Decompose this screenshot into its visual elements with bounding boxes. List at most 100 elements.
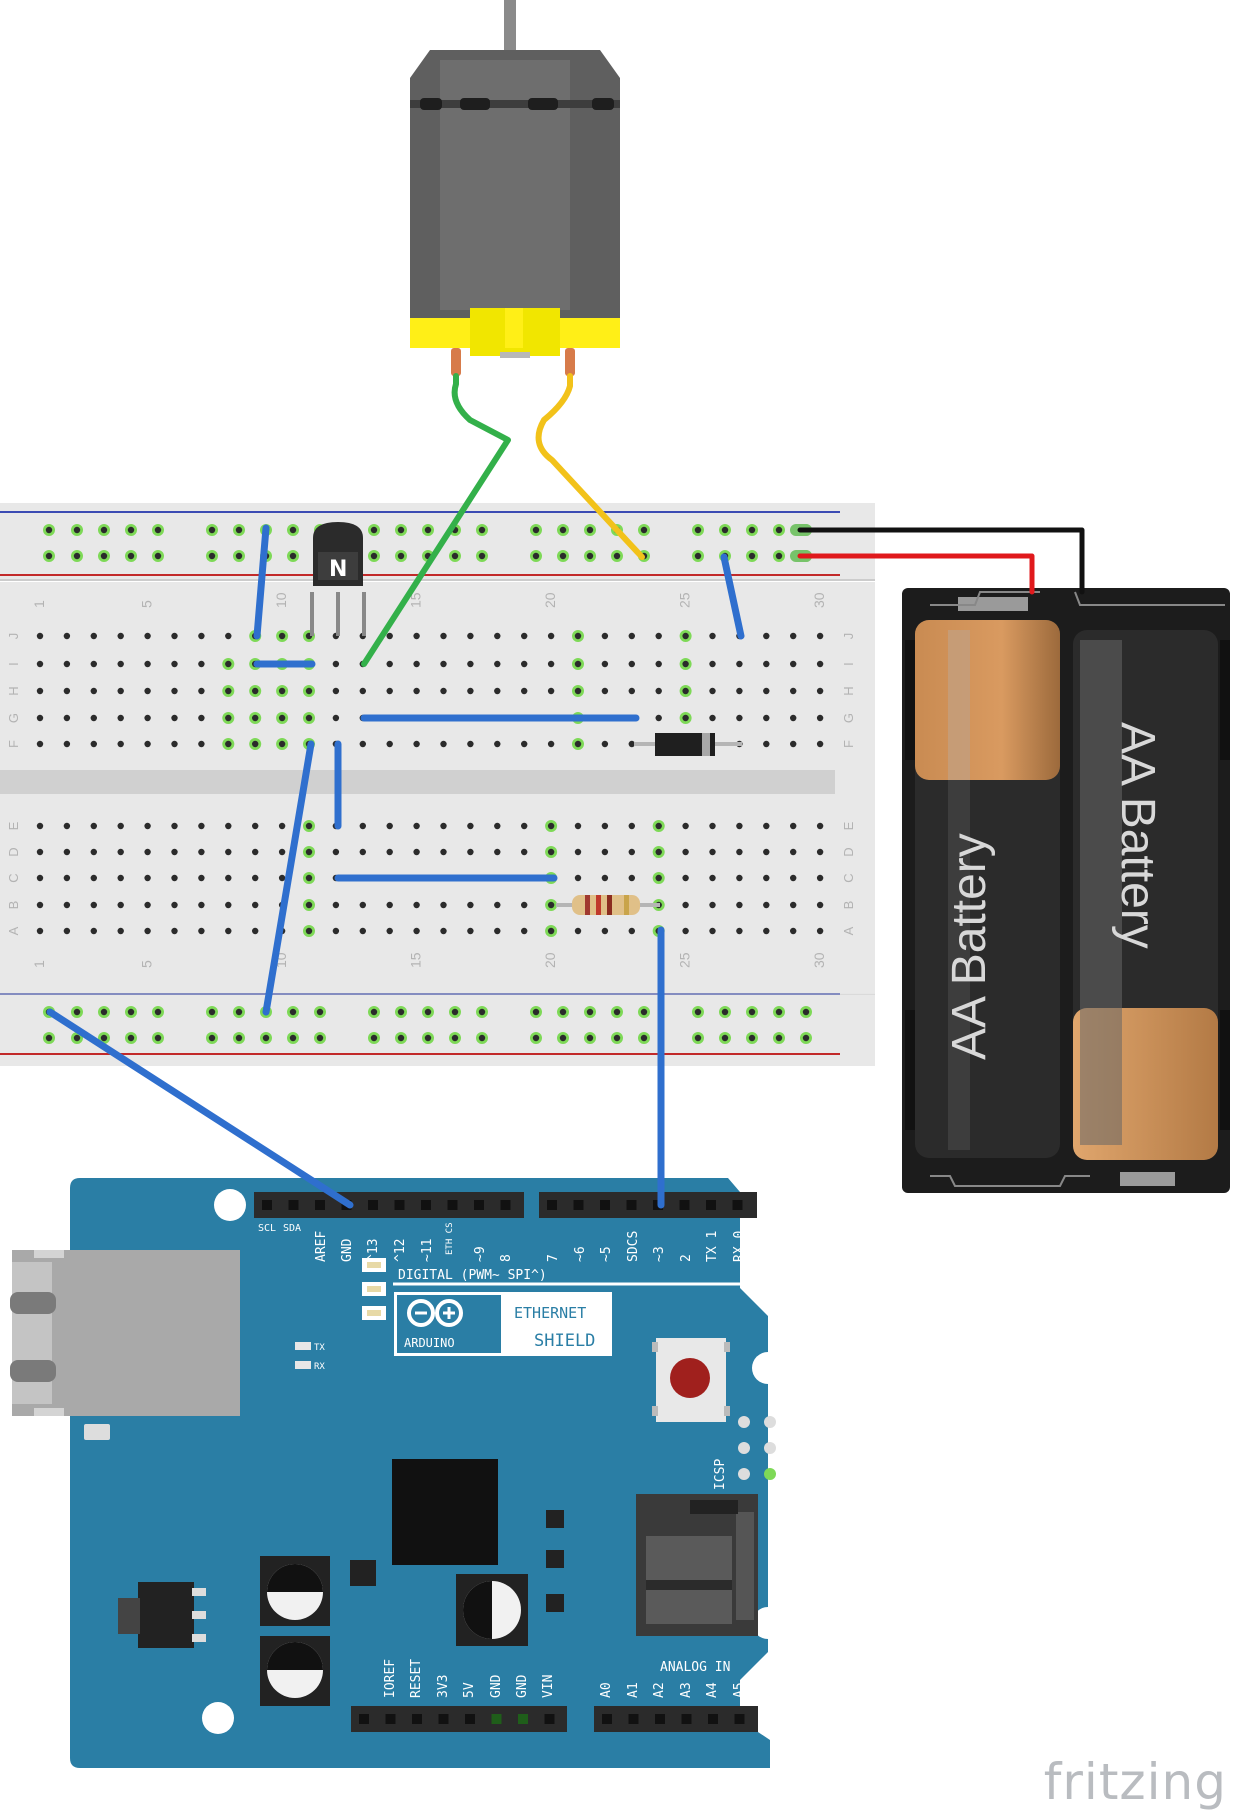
rail-hole xyxy=(235,1034,243,1042)
rail-hole xyxy=(235,526,243,534)
breadboard-hole xyxy=(628,927,635,935)
breadboard-hole xyxy=(171,848,178,856)
breadboard-hole xyxy=(278,740,286,748)
breadboard-hole xyxy=(790,632,797,640)
motor-wire-yellow xyxy=(535,373,645,560)
digital-pin-label: AREF xyxy=(314,1231,329,1262)
ethernet-jack xyxy=(10,1250,240,1416)
breadboard-hole xyxy=(36,901,44,909)
breadboard-hole xyxy=(36,740,44,748)
breadboard-hole xyxy=(494,632,501,640)
breadboard-hole xyxy=(305,687,313,695)
breadboard-hole xyxy=(332,848,340,856)
breadboard-hole xyxy=(547,822,555,830)
breadboard-hole xyxy=(440,687,447,695)
header-pin xyxy=(288,1200,299,1210)
breadboard-hole xyxy=(117,660,124,668)
digital-label: DIGITAL (PWM~ SPI^) xyxy=(398,1268,547,1283)
breadboard-hole xyxy=(790,848,797,856)
analog-pin-label: A5 xyxy=(732,1682,747,1698)
rail-hole xyxy=(73,526,81,534)
breadboard-hole xyxy=(709,901,716,909)
arduino-infinity-icon xyxy=(407,1299,463,1327)
breadboard-hole xyxy=(225,714,232,722)
breadboard-hole xyxy=(171,927,178,935)
breadboard-hole xyxy=(736,901,743,909)
breadboard-hole xyxy=(574,740,582,748)
breadboard-hole xyxy=(198,927,205,935)
header-pin xyxy=(708,1714,718,1724)
rail-hole xyxy=(694,552,702,560)
breadboard-hole xyxy=(63,714,71,722)
breadboard-hole xyxy=(763,740,770,748)
breadboard-hole xyxy=(359,740,366,748)
header-pin xyxy=(600,1200,610,1210)
svg-text:ETH CS: ETH CS xyxy=(445,1222,455,1255)
breadboard-hole xyxy=(709,822,716,830)
breadboard-hole xyxy=(252,822,259,830)
rail-hole xyxy=(235,552,243,560)
breadboard-hole xyxy=(763,822,770,830)
tx-led-label: TX xyxy=(314,1343,325,1353)
breadboard-hole xyxy=(278,874,286,882)
breadboard-hole xyxy=(574,822,582,830)
header-pin xyxy=(385,1714,396,1724)
breadboard-hole xyxy=(36,632,44,640)
breadboard-hole xyxy=(225,927,232,935)
breadboard-hole xyxy=(117,927,124,935)
rail-hole xyxy=(613,1008,621,1016)
rail-hole xyxy=(640,1034,648,1042)
eth-cs-label: ETH CS xyxy=(445,1222,455,1255)
header-pin xyxy=(491,1714,502,1724)
breadboard-hole xyxy=(763,714,770,722)
breadboard-hole xyxy=(709,632,716,640)
breadboard-hole xyxy=(574,848,582,856)
breadboard-hole xyxy=(655,632,662,640)
breadboard-hole xyxy=(278,822,286,830)
breadboard-hole xyxy=(144,927,151,935)
header-pin xyxy=(602,1714,612,1724)
rail-hole xyxy=(613,552,621,560)
breadboard-hole xyxy=(655,874,662,882)
breadboard-hole xyxy=(521,848,528,856)
rail-hole xyxy=(694,526,702,534)
header-pin xyxy=(681,1714,692,1724)
rail-hole xyxy=(478,1034,486,1042)
digital-pin-label: ~5 xyxy=(599,1246,614,1262)
breadboard-hole xyxy=(36,660,44,668)
breadboard-hole xyxy=(36,822,44,830)
header-pin xyxy=(315,1200,325,1210)
breadboard-hole xyxy=(36,848,44,856)
breadboard-hole xyxy=(440,632,447,640)
breadboard-hole xyxy=(601,632,609,640)
rail-hole xyxy=(451,552,459,560)
row-letter: J xyxy=(6,633,21,640)
breadboard-hole xyxy=(790,714,797,722)
breadboard-hole xyxy=(278,687,286,695)
breadboard-hole xyxy=(36,714,44,722)
breadboard-hole xyxy=(763,632,770,640)
breadboard-hole xyxy=(171,714,178,722)
breadboard-hole xyxy=(816,874,824,882)
reset-button xyxy=(652,1338,730,1422)
wires xyxy=(46,373,1085,1209)
breadboard-hole xyxy=(816,687,824,695)
digital-pin-label: ~11 xyxy=(420,1239,435,1262)
breadboard-hole xyxy=(252,714,259,722)
rail-hole xyxy=(559,526,567,534)
breadboard-hole xyxy=(547,901,555,909)
breadboard-hole xyxy=(332,714,340,722)
npn-transistor: N xyxy=(310,522,366,636)
rail-hole xyxy=(397,1008,405,1016)
breadboard-hole xyxy=(763,927,770,935)
column-number: 20 xyxy=(542,592,558,608)
breadboard-hole xyxy=(117,822,124,830)
rail-hole xyxy=(154,552,162,560)
column-number: 1 xyxy=(31,600,47,608)
motor-wire-green xyxy=(361,373,511,667)
row-letter: D xyxy=(6,847,21,856)
breadboard-hole xyxy=(601,874,609,882)
breadboard-hole xyxy=(413,632,420,640)
breadboard-hole xyxy=(332,660,340,668)
breadboard-hole xyxy=(547,740,555,748)
